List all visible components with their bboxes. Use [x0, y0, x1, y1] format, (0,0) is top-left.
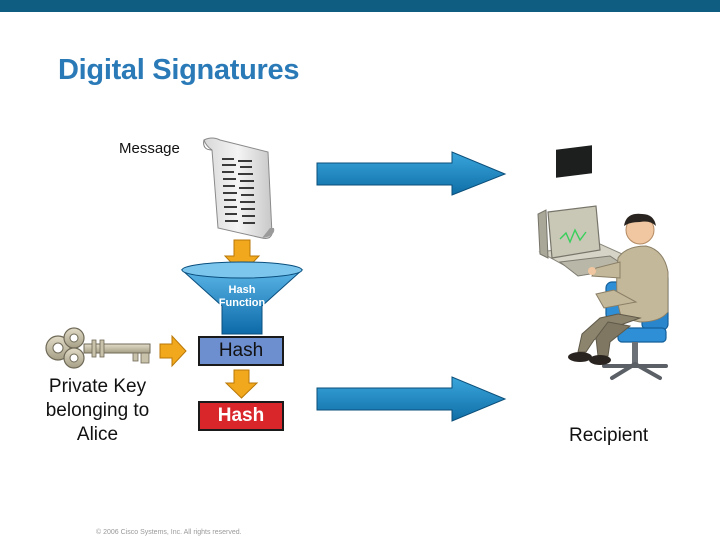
recipient-label: Recipient	[569, 425, 649, 446]
top-bar	[0, 0, 720, 12]
private-key-label-line1: Private Key	[48, 376, 147, 397]
message-label: Message	[119, 140, 180, 157]
arrow-to-recipient-top	[316, 151, 507, 196]
hash-function-funnel-icon	[180, 261, 304, 335]
slide-title: Digital Signatures	[58, 54, 300, 86]
recipient-at-computer-icon	[537, 145, 669, 380]
hash-function-label-line1: Hash	[228, 284, 256, 296]
arrow-down-between-hashes	[224, 369, 259, 399]
hash-function-label: Hash Function	[206, 284, 278, 310]
arrow-to-recipient-bottom	[316, 376, 507, 422]
hash-box-signed: Hash	[198, 401, 284, 431]
message-document-icon	[203, 137, 275, 239]
private-key-label: Private Key belonging to Alice	[30, 375, 165, 447]
private-key-icon	[45, 327, 151, 369]
hash-function-label-line2: Function	[218, 297, 266, 309]
private-key-label-line2: belonging to	[45, 400, 150, 421]
copyright-footer: © 2006 Cisco Systems, Inc. All rights re…	[96, 529, 242, 536]
private-key-label-line3: Alice	[76, 424, 119, 445]
hash-box-unsigned: Hash	[198, 336, 284, 366]
arrow-right-key-to-hash	[159, 334, 187, 368]
